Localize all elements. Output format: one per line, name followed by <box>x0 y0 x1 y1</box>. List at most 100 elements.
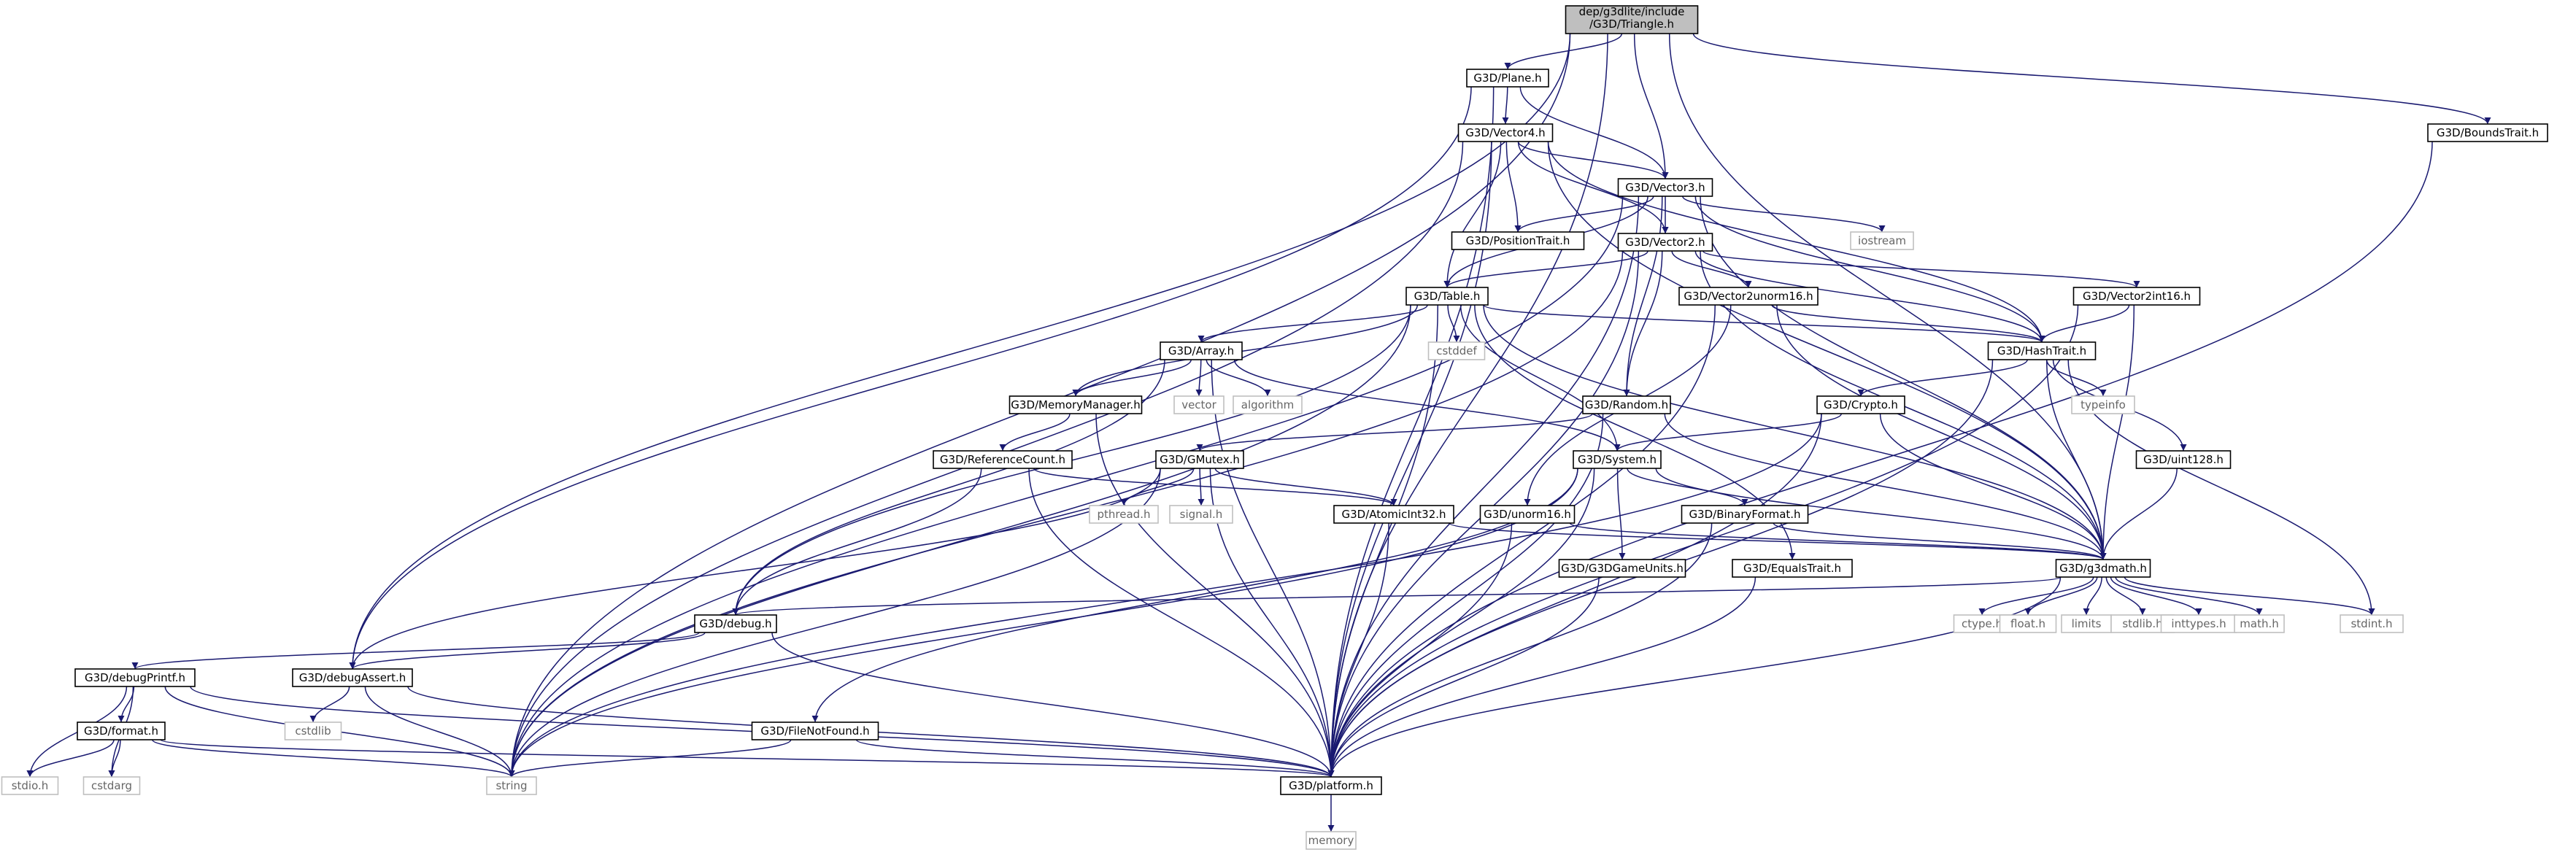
edge-vector3-to-g3dmath <box>1700 196 2107 560</box>
node-unorm16[interactable]: G3D/unorm16.h <box>1479 505 1576 524</box>
edge-hashtrait-to-crypto <box>1857 359 2028 397</box>
edge-array-to-platform <box>1211 359 1335 778</box>
node-vector4[interactable]: G3D/Vector4.h <box>1457 123 1554 142</box>
edge-table-to-system <box>1459 304 1621 452</box>
edge-memmgr-to-refcount <box>999 413 1071 452</box>
node-box <box>486 776 537 795</box>
node-box <box>1280 776 1382 795</box>
node-box <box>1678 287 1819 306</box>
node-label: pthread.h <box>1098 508 1151 521</box>
edge-crypto-to-platform <box>1327 413 1822 778</box>
node-filenotfound[interactable]: G3D/FileNotFound.h <box>751 721 879 740</box>
node-box <box>694 614 777 633</box>
node-box <box>1479 505 1576 524</box>
node-box <box>1573 450 1662 469</box>
node-label: typeinfo <box>2081 398 2126 411</box>
edge-array-to-algorithm <box>1206 359 1271 397</box>
node-box <box>284 721 342 740</box>
node-random[interactable]: G3D/Random.h <box>1582 395 1671 414</box>
node-vector2[interactable]: G3D/Vector2.h <box>1617 233 1713 252</box>
node-refcount[interactable]: G3D/ReferenceCount.h <box>933 450 1073 469</box>
node-v2unorm16[interactable]: G3D/Vector2unorm16.h <box>1678 287 1819 306</box>
edge-vector2-to-table <box>1443 250 1648 288</box>
edge-debugassert-to-cstdlib <box>309 686 350 723</box>
node-box <box>1233 395 1303 414</box>
node-hashtrait[interactable]: G3D/HashTrait.h <box>1987 341 2097 360</box>
edge-v2unorm16-to-g3dmath <box>1776 304 2107 560</box>
node-debugassert[interactable]: G3D/debugAssert.h <box>292 668 413 687</box>
edge-unorm16-to-g3dmath <box>1569 522 2107 560</box>
node-box <box>2055 559 2151 578</box>
node-positiontrait[interactable]: G3D/PositionTrait.h <box>1451 231 1585 250</box>
edge-vector3-to-platform <box>1327 196 1640 778</box>
node-label: memory <box>1308 834 1354 847</box>
node-platform[interactable]: G3D/platform.h <box>1280 776 1382 795</box>
node-boundstrait[interactable]: G3D/BoundsTrait.h <box>2427 123 2548 142</box>
node-v2int16[interactable]: G3D/Vector2int16.h <box>2072 287 2201 306</box>
edge-random-to-g3dmath <box>1664 413 2107 560</box>
node-g3dmath[interactable]: G3D/g3dmath.h <box>2055 559 2151 578</box>
node-label: G3D/Random.h <box>1585 398 1668 411</box>
node-box <box>2135 450 2232 469</box>
node-label: G3D/EqualsTrait.h <box>1743 562 1841 575</box>
node-box <box>1155 450 1244 469</box>
edge-plane-to-vector4 <box>1502 86 1509 125</box>
node-atomicint[interactable]: G3D/AtomicInt32.h <box>1333 505 1454 524</box>
edge-gmutex-to-signal <box>1198 468 1205 506</box>
node-box <box>1582 395 1671 414</box>
node-gameunits[interactable]: G3D/G3DGameUnits.h <box>1558 559 1686 578</box>
node-box <box>1816 395 1905 414</box>
node-array[interactable]: G3D/Array.h <box>1160 341 1243 360</box>
edge-system-to-gameunits <box>1616 468 1626 560</box>
edge-array-to-vector <box>1195 359 1203 397</box>
node-box <box>1457 123 1554 142</box>
node-plane[interactable]: G3D/Plane.h <box>1466 69 1549 88</box>
node-label: /G3D/Triangle.h <box>1589 18 1674 31</box>
edge-hashtrait-to-g3dmath <box>2045 359 2107 560</box>
node-label: G3D/BoundsTrait.h <box>2437 126 2539 139</box>
node-box <box>82 776 141 795</box>
node-box <box>1009 395 1143 414</box>
node-box <box>1617 233 1713 252</box>
node-memory: memory <box>1306 831 1357 850</box>
node-label: G3D/Vector2int16.h <box>2083 290 2191 303</box>
edge-crypto-to-g3dmath <box>1879 413 2107 560</box>
edge-g3dmath-to-float <box>2024 576 2098 616</box>
node-box <box>1732 559 1853 578</box>
node-root[interactable]: dep/g3dlite/include/G3D/Triangle.h <box>1565 5 1699 34</box>
node-crypto[interactable]: G3D/Crypto.h <box>1816 395 1905 414</box>
edge-g3dmath-to-limits <box>2083 576 2102 616</box>
edge-unorm16-to-platform <box>1327 522 1513 778</box>
node-label: limits <box>2072 617 2102 630</box>
edge-debug-to-debugprintf <box>131 632 700 670</box>
node-vector3[interactable]: G3D/Vector3.h <box>1617 178 1713 197</box>
node-debugprintf[interactable]: G3D/debugPrintf.h <box>74 668 196 687</box>
node-memmgr[interactable]: G3D/MemoryManager.h <box>1009 395 1143 414</box>
edge-plane-to-vector3 <box>1519 86 1669 179</box>
edge-refcount-to-atomicint <box>1033 468 1397 506</box>
node-binaryformat[interactable]: G3D/BinaryFormat.h <box>1681 505 1809 524</box>
node-equalstrait[interactable]: G3D/EqualsTrait.h <box>1732 559 1853 578</box>
edge-vector4-to-g3dmath <box>1547 141 2107 560</box>
node-system[interactable]: G3D/System.h <box>1573 450 1662 469</box>
node-label: G3D/Plane.h <box>1473 71 1541 85</box>
node-box <box>2072 287 2201 306</box>
edge-gmutex-to-pthread <box>1120 468 1195 506</box>
edge-vector2-to-hashtrait <box>1694 250 2045 343</box>
node-gmutex[interactable]: G3D/GMutex.h <box>1155 450 1244 469</box>
node-debug[interactable]: G3D/debug.h <box>694 614 777 633</box>
node-label: G3D/FileNotFound.h <box>760 724 869 738</box>
node-box <box>1558 559 1686 578</box>
edge-table-to-memmgr <box>1072 304 1419 397</box>
edge-vector3-to-positiontrait <box>1514 196 1654 233</box>
node-uint128[interactable]: G3D/uint128.h <box>2135 450 2232 469</box>
node-box <box>1306 831 1357 850</box>
edge-v2int16-to-g3dmath <box>2099 304 2135 560</box>
node-box <box>1451 231 1585 250</box>
edge-debugassert-to-string <box>364 686 515 778</box>
node-format[interactable]: G3D/format.h <box>77 721 166 740</box>
node-table[interactable]: G3D/Table.h <box>1405 287 1489 306</box>
node-signal: signal.h <box>1169 505 1233 524</box>
edge-g3dmath-to-math <box>2115 576 2263 616</box>
node-label: G3D/unorm16.h <box>1484 508 1571 521</box>
